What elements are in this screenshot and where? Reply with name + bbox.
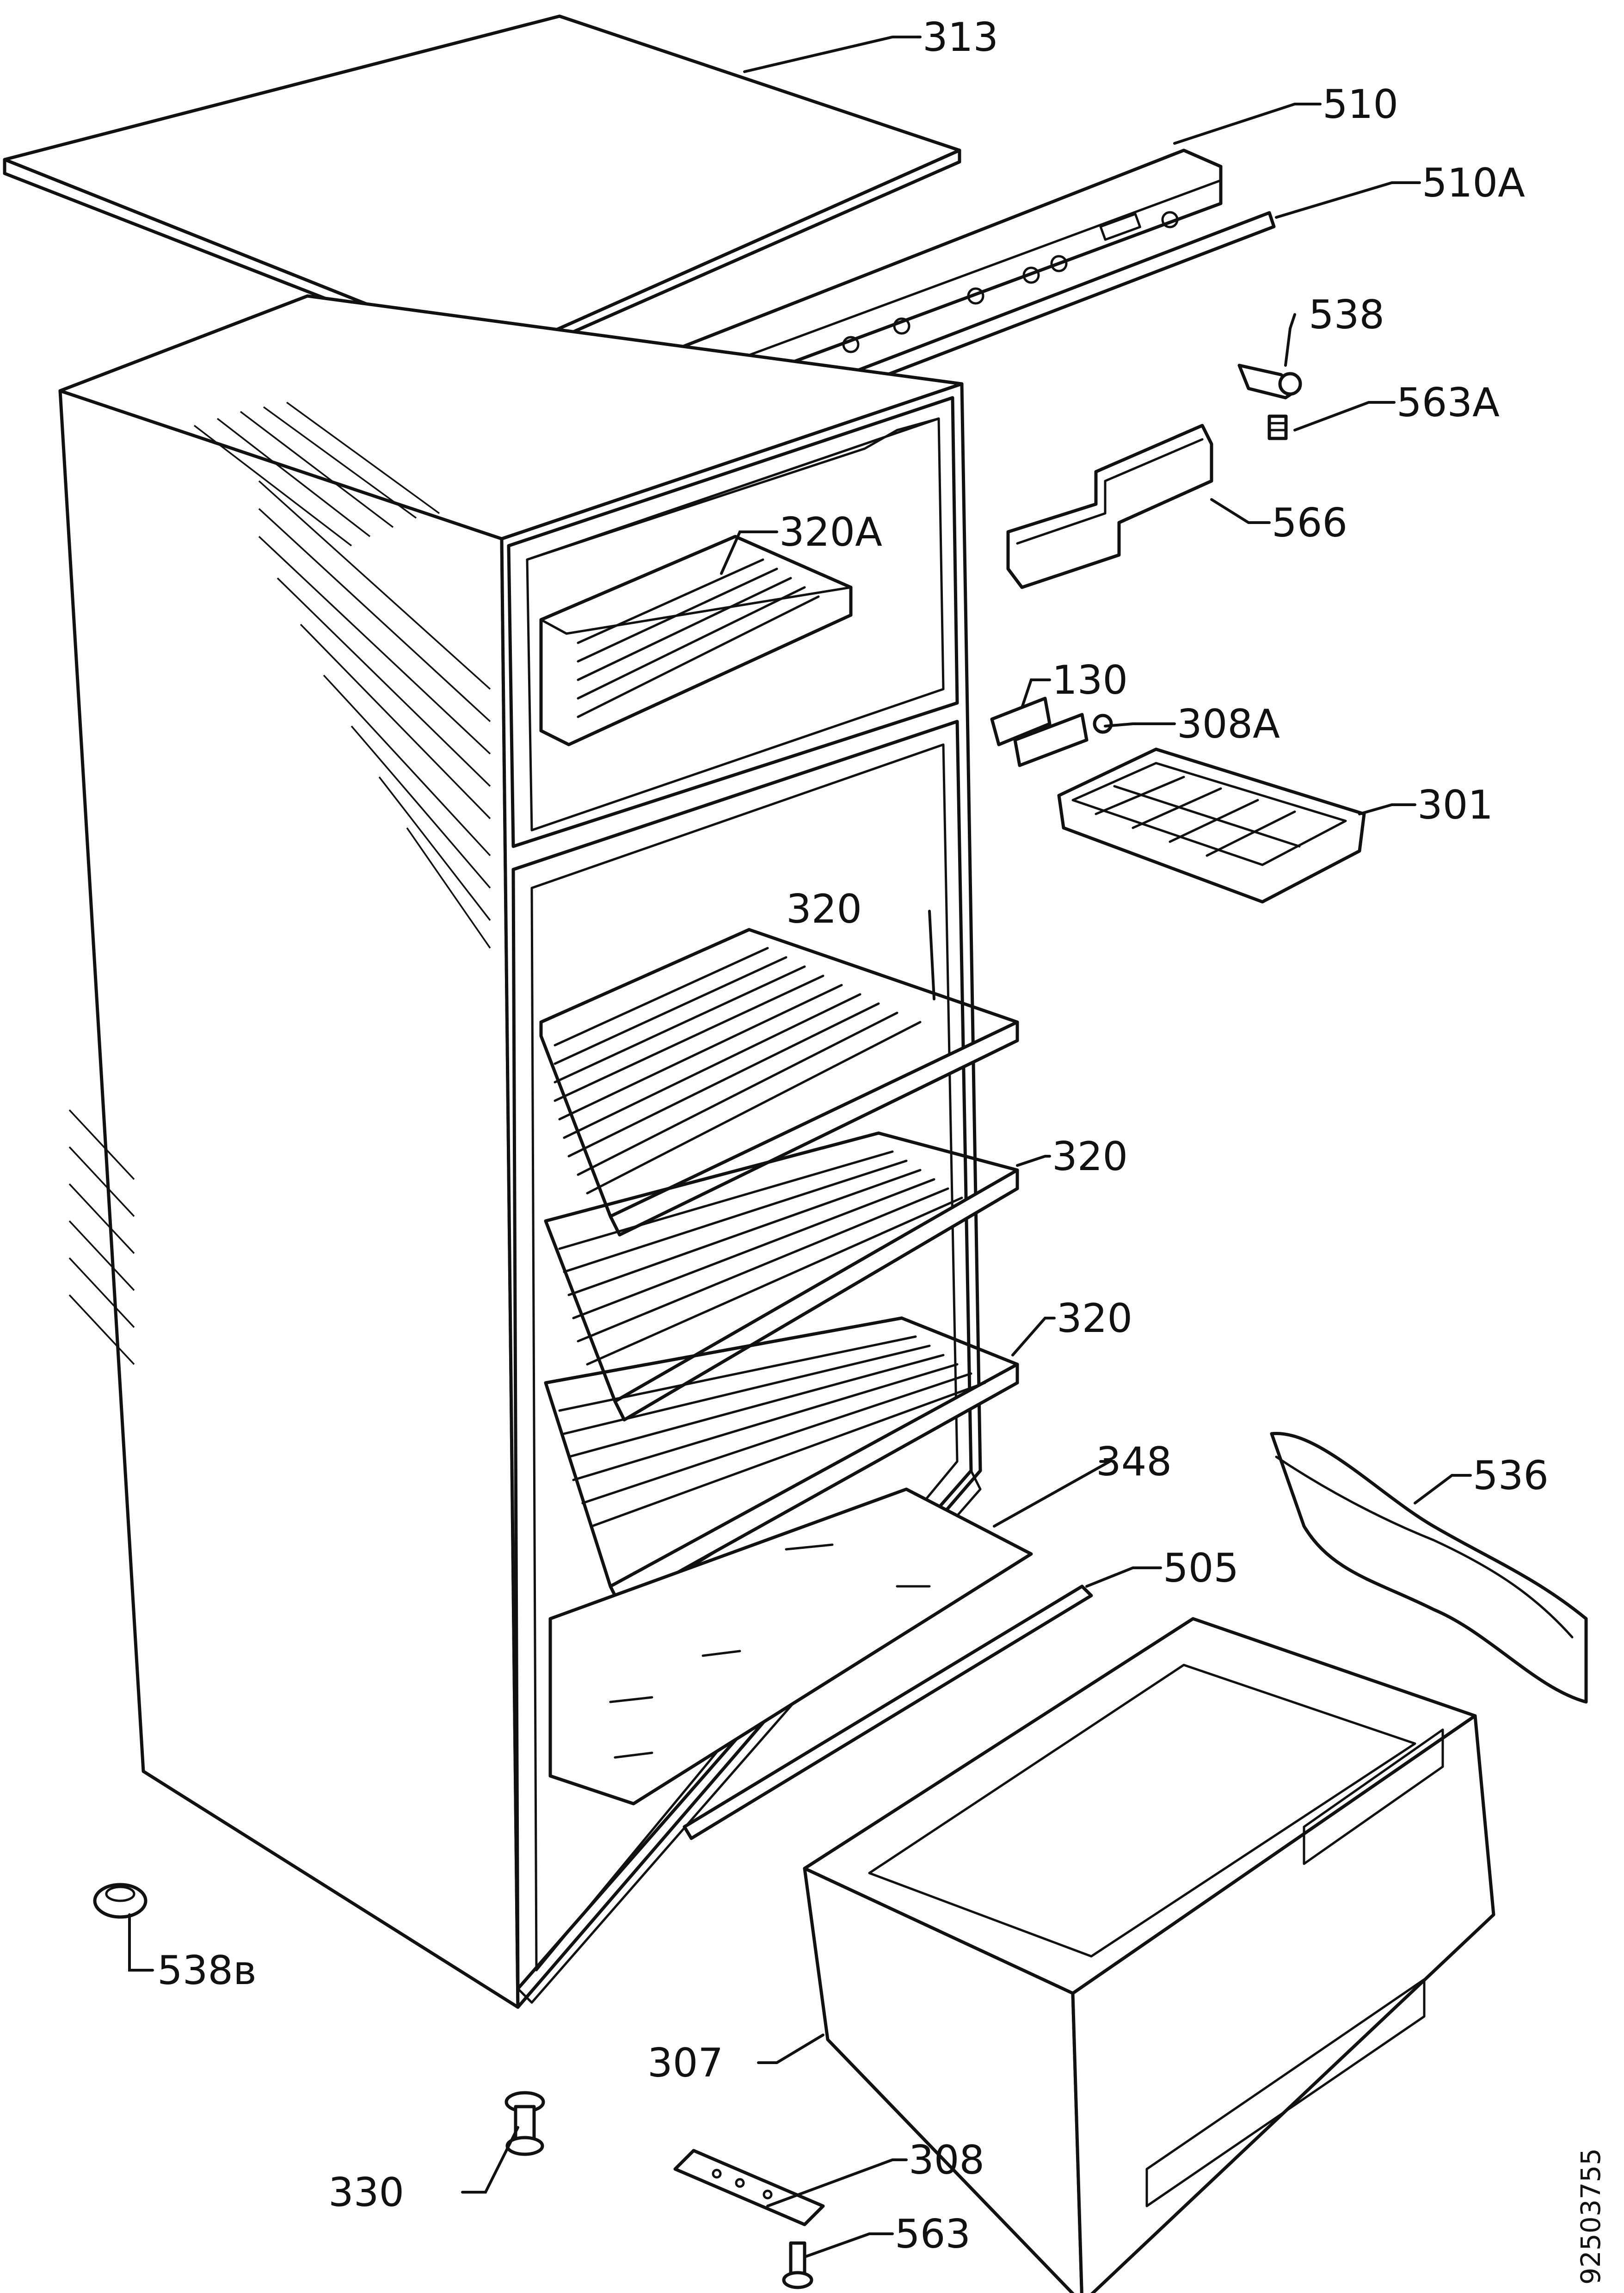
label-563a: 563A — [1396, 380, 1500, 426]
label-538b: 538в — [157, 1948, 257, 1994]
hinge-bolt-part — [782, 2241, 813, 2289]
label-301: 301 — [1417, 782, 1493, 828]
crisper-drawer-part — [803, 1617, 1495, 2293]
foot-screw-part — [504, 2091, 545, 2156]
label-536: 536 — [1473, 1453, 1549, 1499]
door-bar-part — [1270, 1432, 1588, 1704]
shelf-strip-part — [683, 1584, 1093, 1840]
glass-shelf-part — [548, 1487, 1033, 1806]
label-320-middle: 320 — [1052, 1134, 1128, 1180]
part-labels: 313 510 510A 538 563A 566 320A 130 308A … — [157, 14, 1606, 2285]
label-307: 307 — [647, 2040, 723, 2086]
drawing-reference-number: 92503755 — [1575, 2148, 1606, 2285]
label-308: 308 — [909, 2137, 984, 2183]
label-320a: 320A — [779, 509, 882, 555]
adjustable-foot-part — [93, 1883, 148, 1919]
ice-tray-part — [1057, 747, 1366, 904]
label-510a: 510A — [1422, 160, 1525, 206]
label-313: 313 — [923, 14, 998, 61]
label-505: 505 — [1163, 1545, 1239, 1591]
label-563: 563 — [895, 2211, 971, 2257]
upper-hinge-part — [1013, 713, 1113, 767]
label-320-upper: 320 — [786, 886, 862, 932]
top-cover-part — [3, 14, 961, 367]
label-510: 510 — [1323, 81, 1398, 128]
freezer-shelf-part — [539, 535, 853, 746]
label-308a: 308A — [1177, 701, 1280, 747]
label-330: 330 — [328, 2170, 404, 2216]
label-348: 348 — [1096, 1439, 1172, 1485]
hinge-pin-part — [1267, 414, 1288, 440]
hinge-plate-part — [990, 697, 1052, 746]
handle-part — [1006, 424, 1213, 589]
label-538: 538 — [1309, 292, 1384, 338]
label-130: 130 — [1052, 657, 1128, 703]
hinge-cap-part — [1237, 364, 1302, 400]
label-320-lower: 320 — [1057, 1295, 1132, 1342]
leader-lines — [128, 36, 1472, 2258]
lower-hinge-plate-part — [673, 2149, 825, 2226]
label-566: 566 — [1272, 500, 1347, 546]
wire-shelf-upper — [539, 928, 1019, 1237]
